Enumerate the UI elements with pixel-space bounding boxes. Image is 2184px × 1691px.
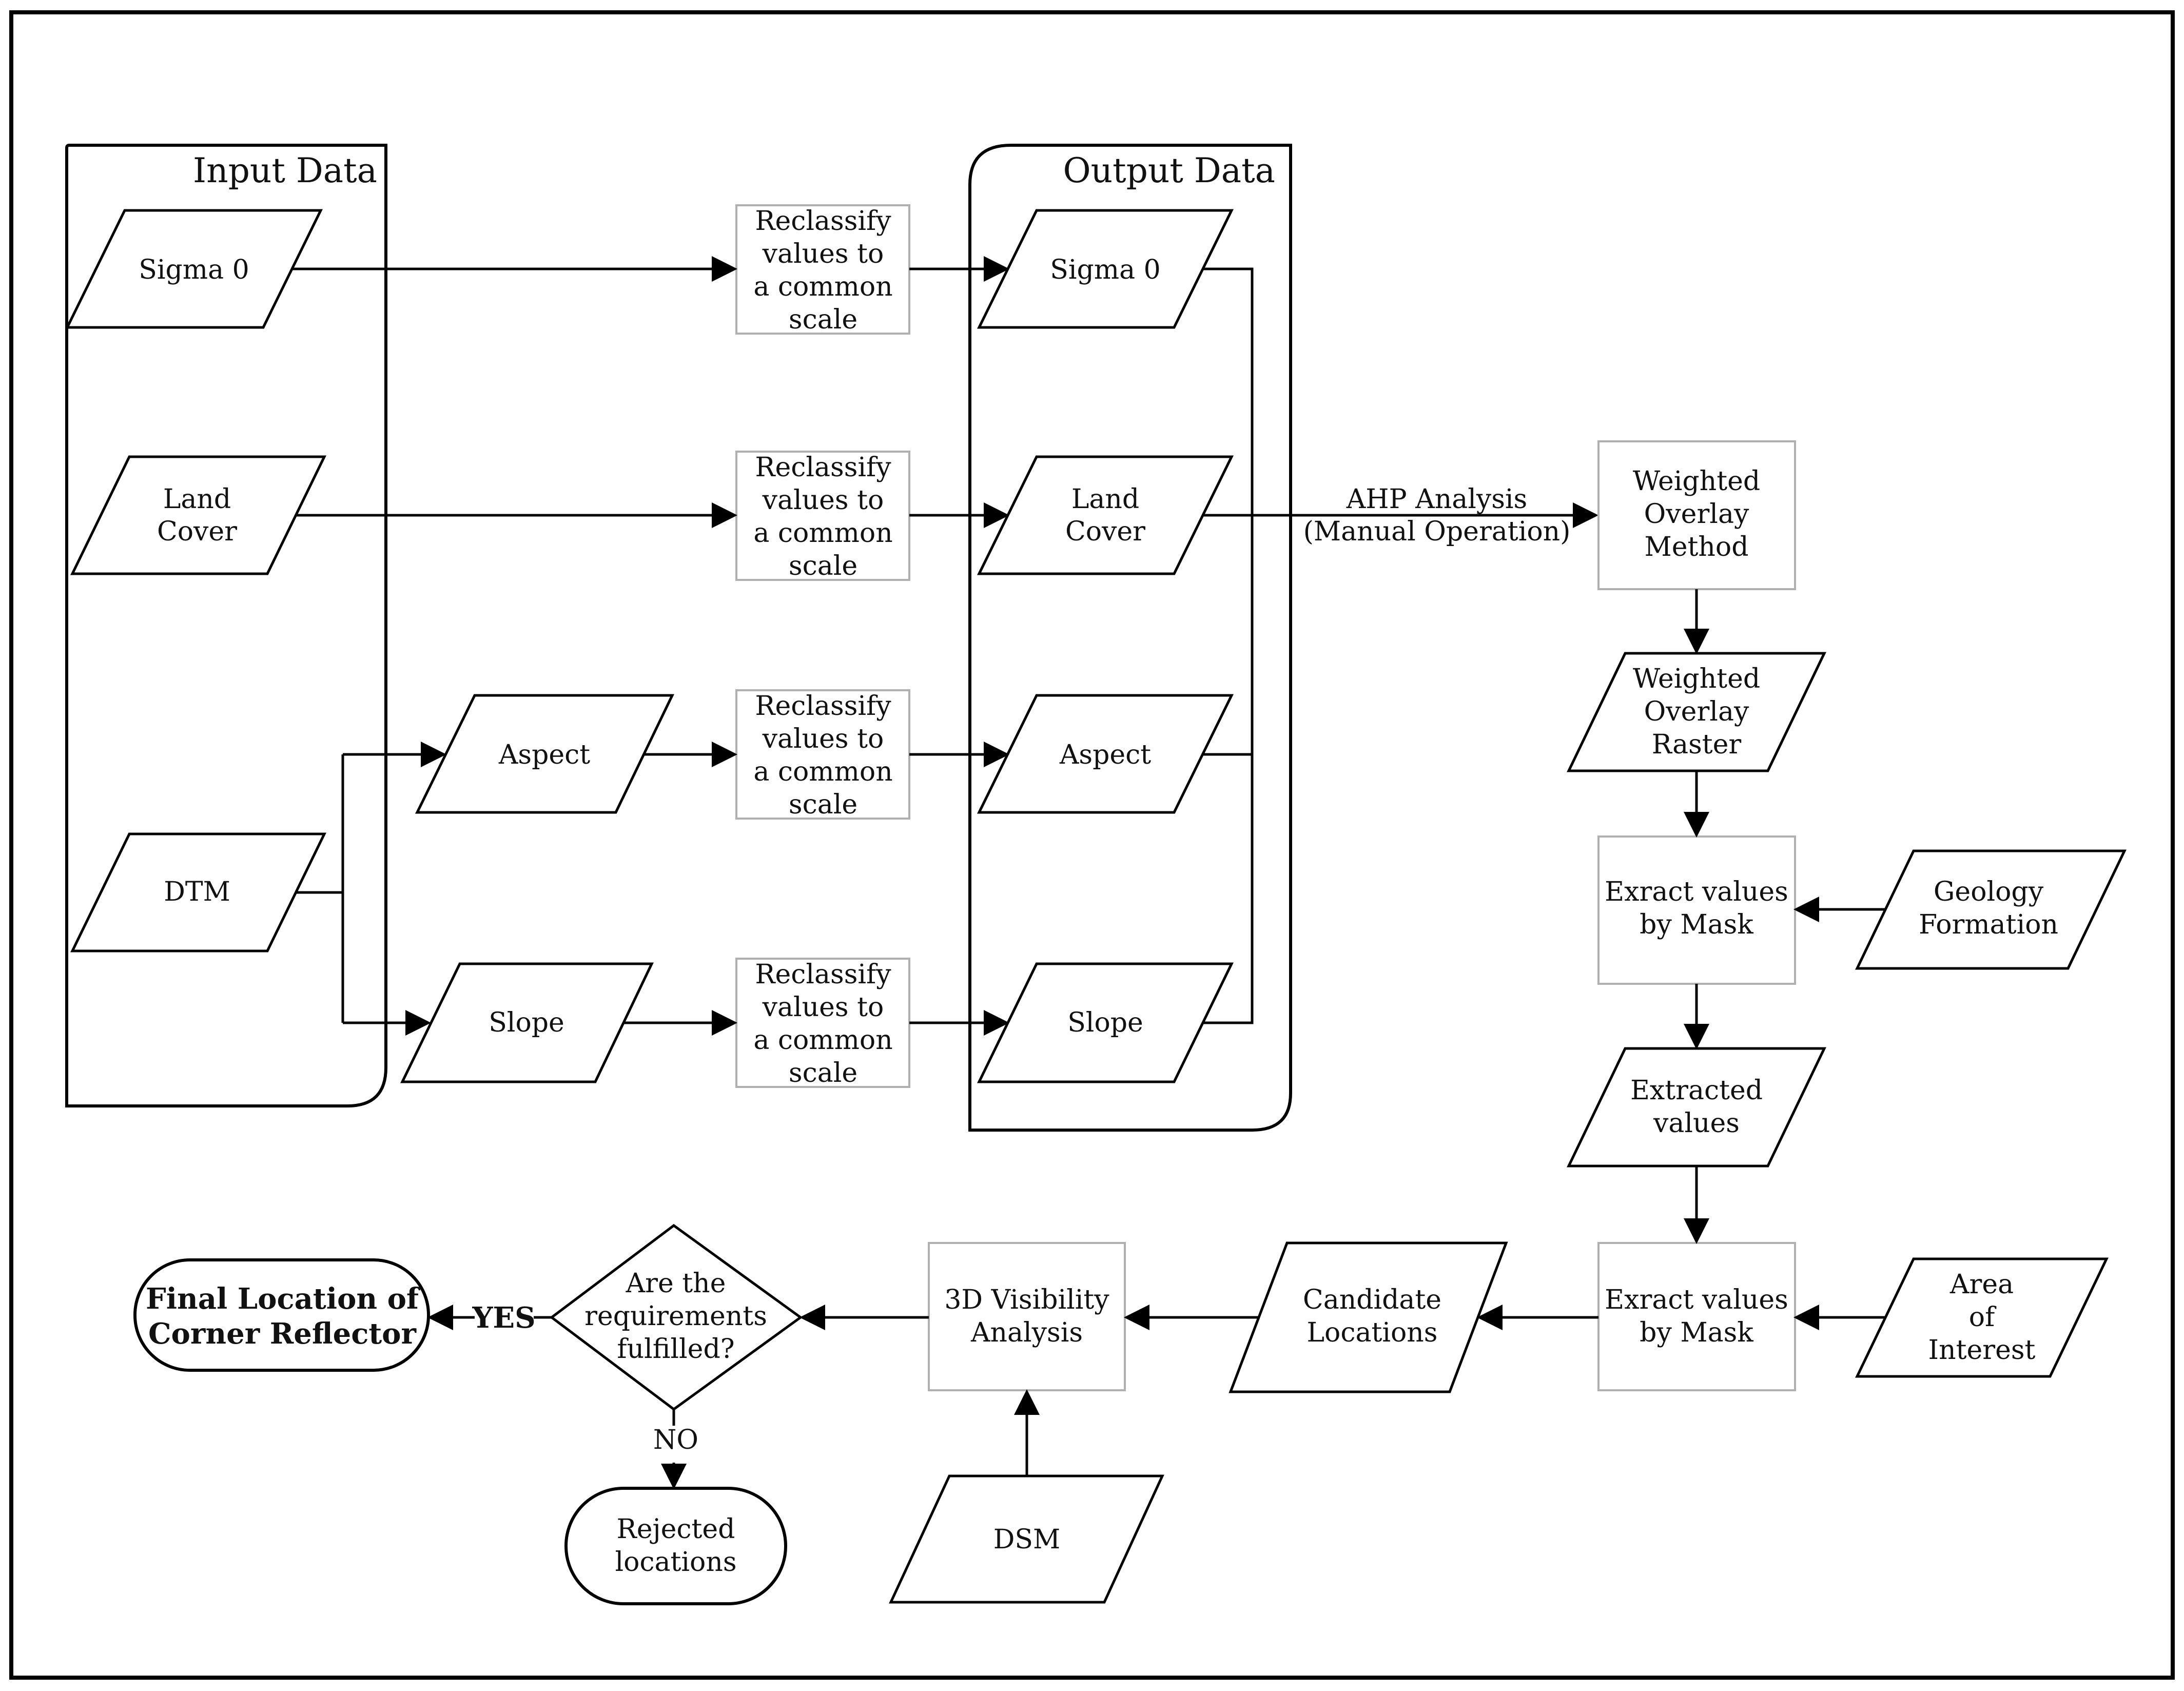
- output-land-cover-shape: [977, 455, 1234, 575]
- input-connectors: [292, 256, 1598, 1036]
- input-aspect-shape: [415, 694, 674, 814]
- area-of-interest-shape: [1855, 1257, 2109, 1378]
- output-sigma0-shape: [977, 209, 1234, 329]
- output-slope-shape: [977, 962, 1234, 1083]
- input-data-group: [65, 144, 387, 1107]
- input-dtm-shape: [70, 832, 326, 953]
- outer-frame: [9, 10, 2175, 1680]
- input-sigma0-shape: [65, 209, 323, 329]
- input-slope-shape: [400, 962, 654, 1083]
- ahp-analysis-label: AHP Analysis(Manual Operation): [1303, 484, 1571, 547]
- output-data-title: Output Data: [1063, 151, 1275, 190]
- 3d-visibility-analysis-box: [928, 1242, 1126, 1391]
- yes-label: YES: [472, 1301, 535, 1335]
- output-slope-label: Slope: [1067, 1007, 1143, 1038]
- extract-by-mask-2-box: [1597, 1242, 1796, 1391]
- output-aspect-shape: [977, 694, 1234, 814]
- extracted-values-shape: [1567, 1047, 1826, 1168]
- process-connectors: [427, 589, 1886, 1489]
- input-data-title: Input Data: [193, 151, 377, 190]
- input-land-cover-shape: [70, 455, 326, 575]
- input-slope-label: Slope: [489, 1007, 564, 1038]
- dsm-shape: [889, 1474, 1164, 1604]
- input-dtm-label: DTM: [164, 877, 230, 907]
- weighted-overlay-raster-shape: [1567, 652, 1826, 772]
- geology-formation-shape: [1855, 849, 2127, 970]
- output-aspect-label: Aspect: [1059, 740, 1151, 770]
- rejected-locations-terminal: [564, 1487, 787, 1605]
- candidate-locations-shape: [1228, 1241, 1508, 1393]
- input-aspect-label: Aspect: [498, 740, 590, 770]
- output-sigma0-label: Sigma 0: [1050, 255, 1160, 285]
- input-sigma0-label: Sigma 0: [139, 255, 249, 285]
- dsm-label: DSM: [993, 1524, 1061, 1555]
- reclassify-land-cover-box: [735, 451, 910, 581]
- output-data-group: [968, 144, 1292, 1132]
- no-label: NO: [653, 1425, 698, 1455]
